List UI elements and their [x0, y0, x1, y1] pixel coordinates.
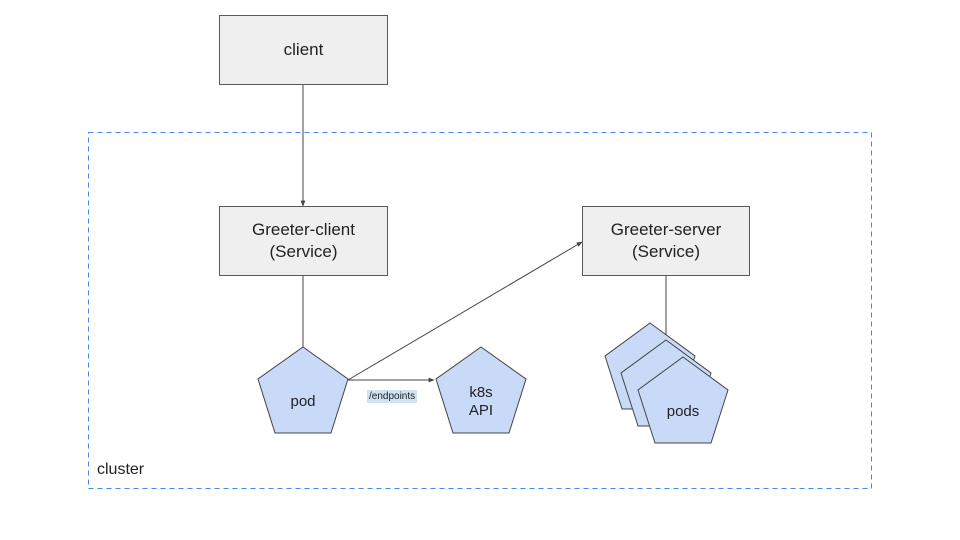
greeter-server-kind: (Service) — [631, 242, 700, 261]
pod-label: pod — [290, 393, 316, 410]
k8s-api-shape — [435, 346, 527, 434]
greeter-client-service-box: Greeter-client (Service) — [219, 206, 388, 276]
endpoints-edge-label: /endpoints — [367, 390, 418, 403]
k8s-api-label-line2: API — [468, 402, 494, 419]
pods-shape-front — [637, 356, 729, 444]
pod-to-greeter-server-arrow — [347, 241, 583, 381]
cluster-boundary — [88, 132, 872, 489]
k8s-api-label: k8s API — [451, 384, 511, 420]
client-box: client — [219, 15, 388, 85]
greeter-client-kind: (Service) — [269, 242, 338, 261]
greeter-client-name: Greeter-client — [252, 220, 355, 239]
greeter-server-service-box: Greeter-server (Service) — [582, 206, 750, 276]
pods-label: pods — [666, 403, 700, 420]
pod-shape — [257, 346, 349, 434]
greeter-server-name: Greeter-server — [610, 220, 722, 239]
cluster-label: cluster — [97, 461, 145, 478]
k8s-api-label-line1: k8s — [469, 384, 493, 401]
client-label: client — [283, 40, 324, 59]
